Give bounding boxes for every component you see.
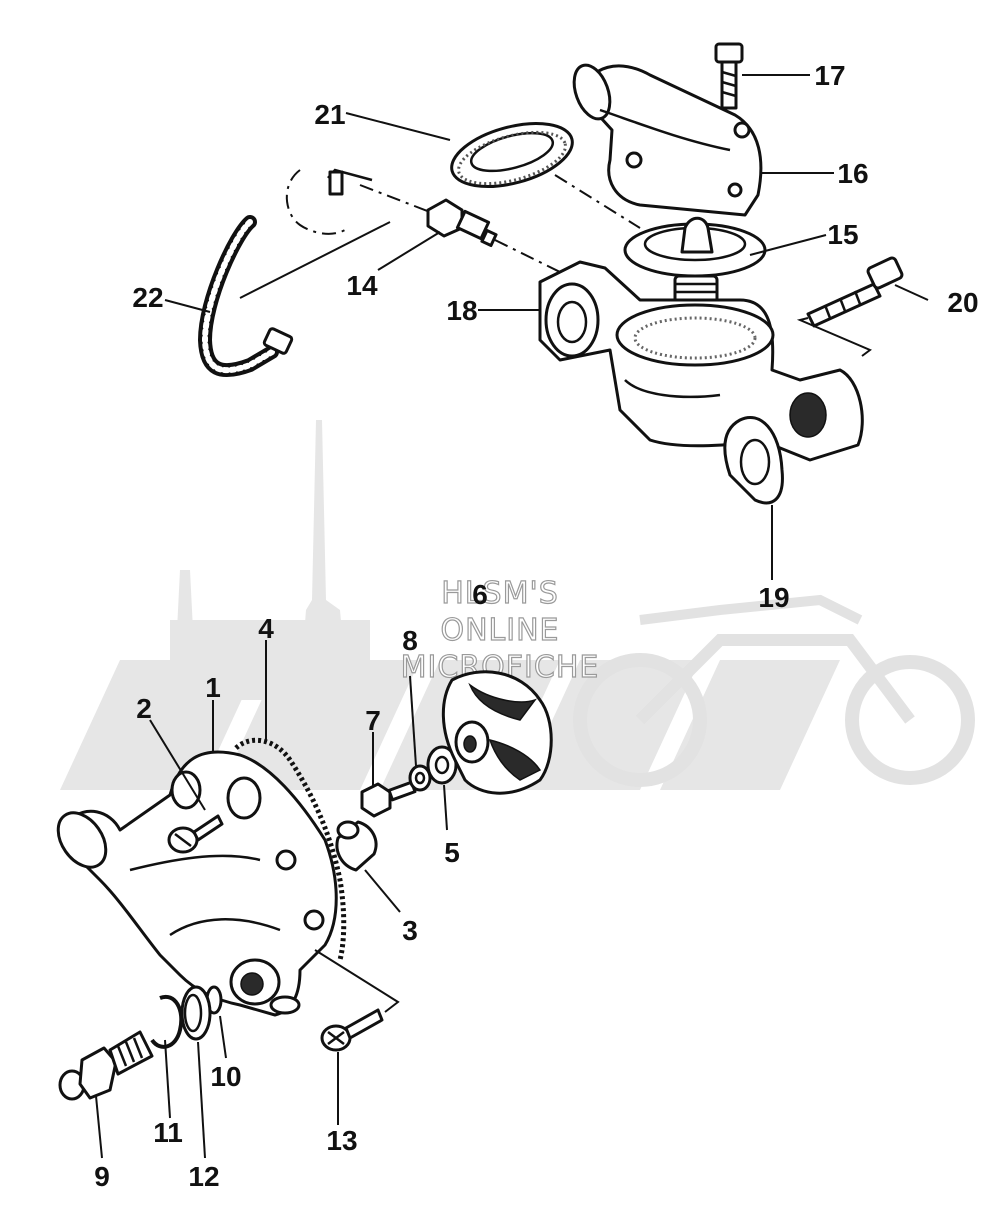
callout-11: 11 — [153, 1117, 183, 1148]
watermark-line1: HLSM'S — [441, 576, 559, 611]
watermark-line2: ONLINE — [440, 613, 559, 648]
part-21-gasket — [450, 122, 574, 188]
callout-7: 7 — [365, 705, 381, 736]
part-20-bolt — [806, 256, 904, 328]
assembly-lines-lower — [314, 949, 400, 1013]
part-12-seal-ring — [180, 985, 212, 1041]
callout-6: 6 — [472, 579, 488, 610]
callout-9: 9 — [94, 1161, 110, 1192]
callout-12: 12 — [188, 1161, 219, 1192]
callout-5: 5 — [444, 837, 460, 868]
callout-16: 16 — [837, 158, 868, 189]
part-15-thermostat — [623, 216, 767, 306]
part-22-wire-harness — [197, 215, 294, 378]
part-2-screw — [167, 814, 224, 854]
part-11-snap-ring — [150, 994, 184, 1049]
part-13-screw — [320, 1008, 384, 1052]
callout-13: 13 — [326, 1125, 357, 1156]
part-9-shaft — [58, 1030, 154, 1101]
callout-14: 14 — [346, 270, 378, 301]
watermark-text: HLSM'S ONLINE MICROFICHE — [400, 575, 599, 685]
callout-22: 22 — [132, 282, 163, 313]
part-14-temperature-sensor — [327, 168, 498, 248]
callout-19: 19 — [758, 582, 789, 613]
part-5-washer — [426, 745, 458, 785]
part-3-sleeve — [335, 820, 378, 872]
callout-1: 1 — [205, 672, 221, 703]
part-19-gasket — [723, 416, 784, 505]
callout-17: 17 — [814, 60, 845, 91]
callout-4: 4 — [258, 613, 274, 644]
callout-10: 10 — [210, 1061, 241, 1092]
callout-8: 8 — [402, 625, 418, 656]
callout-18: 18 — [446, 295, 477, 326]
part-7-bolt — [360, 780, 417, 818]
callout-15: 15 — [827, 219, 858, 250]
part-4-gasket — [234, 737, 347, 961]
part-8-washer — [408, 764, 432, 792]
part-1-water-pump-body — [56, 750, 338, 1017]
part-16-thermostat-cover — [572, 63, 763, 217]
part-18-thermostat-housing — [538, 260, 864, 462]
callout-2: 2 — [136, 693, 152, 724]
callout-21: 21 — [314, 99, 345, 130]
leader-lines — [95, 74, 929, 1159]
part-6-impeller — [441, 670, 553, 795]
callout-numbers: 21 17 16 15 20 18 14 22 19 6 4 8 1 2 7 5… — [94, 60, 978, 1192]
part-17-bolt — [714, 42, 744, 110]
callout-20: 20 — [947, 287, 978, 318]
callout-3: 3 — [402, 915, 418, 946]
assembly-lines-upper — [239, 169, 872, 357]
